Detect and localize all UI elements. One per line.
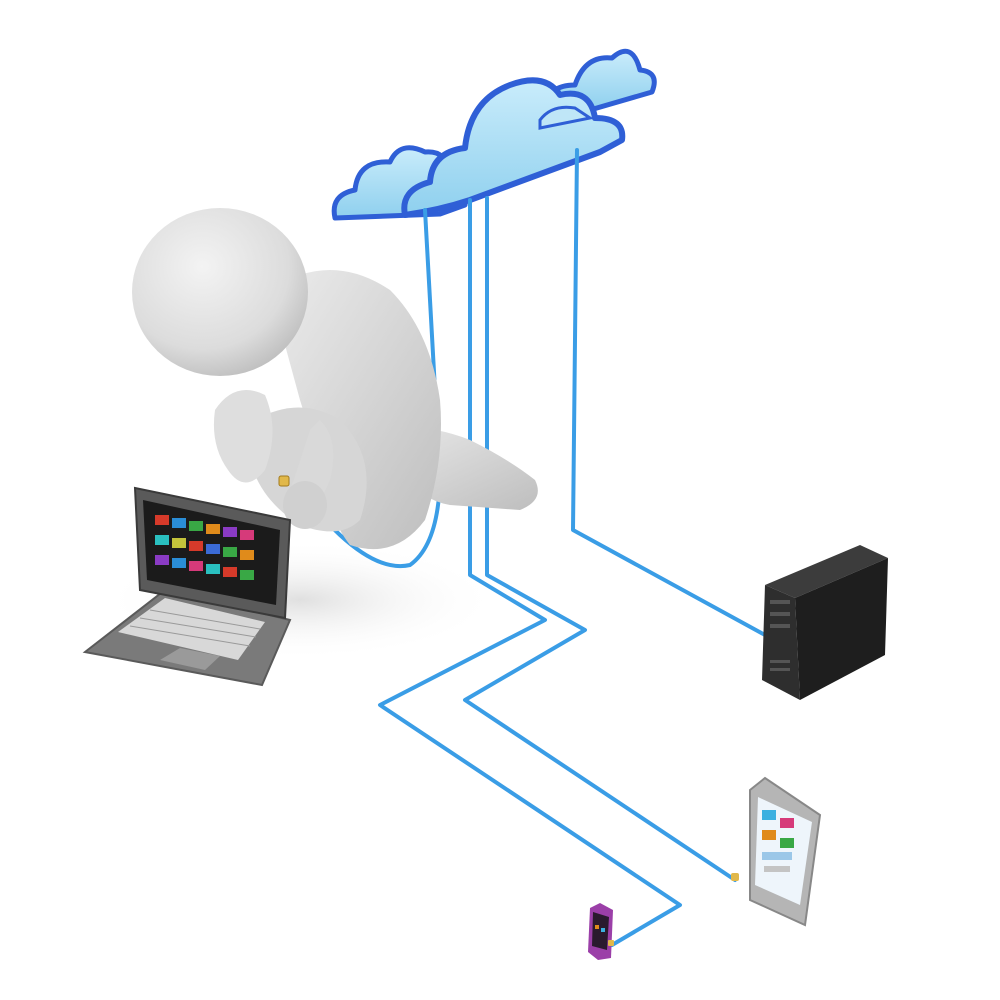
cloud-icon: [401, 77, 626, 218]
cable-to-phone: [378, 198, 682, 947]
smartphone-screen: [592, 912, 609, 950]
connector-phone: [608, 940, 614, 946]
figure: [132, 208, 538, 550]
tablet-screen: [755, 797, 812, 905]
laptop-icon: [82, 486, 292, 687]
tablet-icon: [749, 776, 822, 927]
connector-tablet: [731, 873, 739, 881]
laptop-screen-tiles: [155, 515, 254, 580]
smartphone-icon: [588, 903, 613, 960]
cable-to-tablet: [463, 196, 737, 882]
connector-plug: [278, 475, 290, 487]
figure-head: [132, 208, 308, 376]
desktop-tower-icon: [762, 545, 888, 700]
cable-to-hand: [286, 208, 442, 569]
cloud-group: [331, 48, 657, 221]
cable-to-tower: [571, 148, 767, 637]
